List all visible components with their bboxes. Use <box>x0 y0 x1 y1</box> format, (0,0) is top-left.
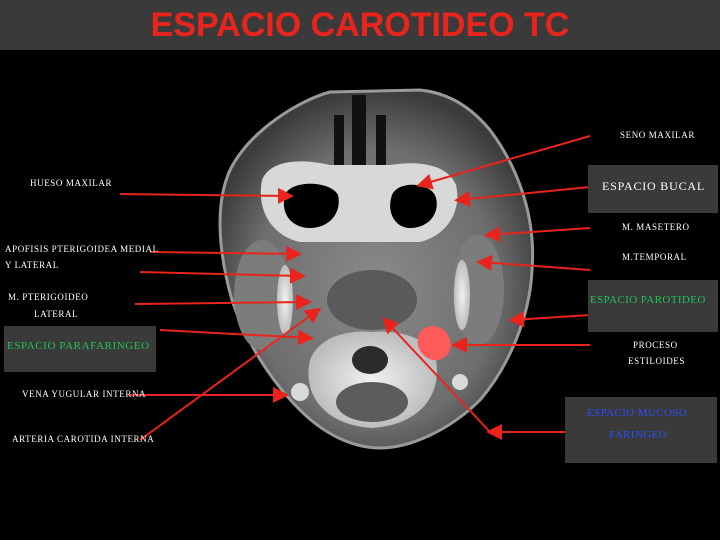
label-hueso-maxilar: HUESO MAXILAR <box>30 178 113 188</box>
arrow-espacio-bucal <box>454 186 591 207</box>
label-pterigoideo-line1: M. PTERIGOIDEO <box>8 292 89 302</box>
label-proceso-line2: ESTILOIDES <box>628 356 685 366</box>
box-espacio-mucoso: ESPACIO MUCOSO FARINGEO <box>565 397 717 463</box>
label-arteria-carotida: ARTERIA CAROTIDA INTERNA <box>12 434 155 444</box>
label-temporal: M.TEMPORAL <box>622 252 687 262</box>
arrow-seno-maxilar <box>416 135 591 190</box>
arrow-mucoso-2 <box>382 317 491 433</box>
label-espacio-bucal: ESPACIO BUCAL <box>602 179 705 193</box>
label-mucoso-line1: ESPACIO MUCOSO <box>587 407 688 419</box>
title-bar <box>0 0 720 50</box>
arrow-masetero <box>484 226 591 243</box>
arrow-apofisis-1 <box>149 245 302 262</box>
arrow-carotida <box>139 307 322 441</box>
arrow-parafaringeo <box>159 329 314 346</box>
label-pterigoideo-line2: LATERAL <box>34 309 79 319</box>
label-espacio-parafaringeo: ESPACIO PARAFARINGEO <box>7 340 150 352</box>
pharynx <box>327 270 417 330</box>
box-espacio-parafaringeo: ESPACIO PARAFARINGEO <box>4 326 156 372</box>
label-mucoso-line2: FARINGEO <box>609 429 667 441</box>
carotid-space-highlight <box>417 326 451 361</box>
label-apofisis-line2: Y LATERAL <box>5 260 59 270</box>
label-vena-yugular: VENA YUGULAR INTERNA <box>22 389 147 399</box>
nasal-septum <box>352 95 366 185</box>
arrow-parotideo <box>508 311 591 328</box>
left-maxillary-sinus <box>283 183 339 228</box>
box-espacio-parotideo: ESPACIO PAROTIDEO <box>588 280 718 332</box>
arrow-hueso-maxilar <box>119 187 294 204</box>
label-masetero: M. MASETERO <box>622 222 690 232</box>
arrow-apofisis-2 <box>139 267 306 284</box>
page-title: ESPACIO CAROTIDEO TC <box>150 6 570 44</box>
arrow-temporal <box>476 254 591 271</box>
right-maxillary-sinus <box>390 184 437 228</box>
label-apofisis-line1: APOFISIS PTERIGOIDEA MEDIAL <box>5 244 159 254</box>
label-seno-maxilar: SENO MAXILAR <box>620 130 695 140</box>
arrow-pterigoideo <box>134 294 312 311</box>
label-espacio-parotideo: ESPACIO PAROTIDEO <box>590 294 706 306</box>
box-espacio-bucal: ESPACIO BUCAL <box>588 165 718 213</box>
label-proceso-line1: PROCESO <box>633 340 678 350</box>
